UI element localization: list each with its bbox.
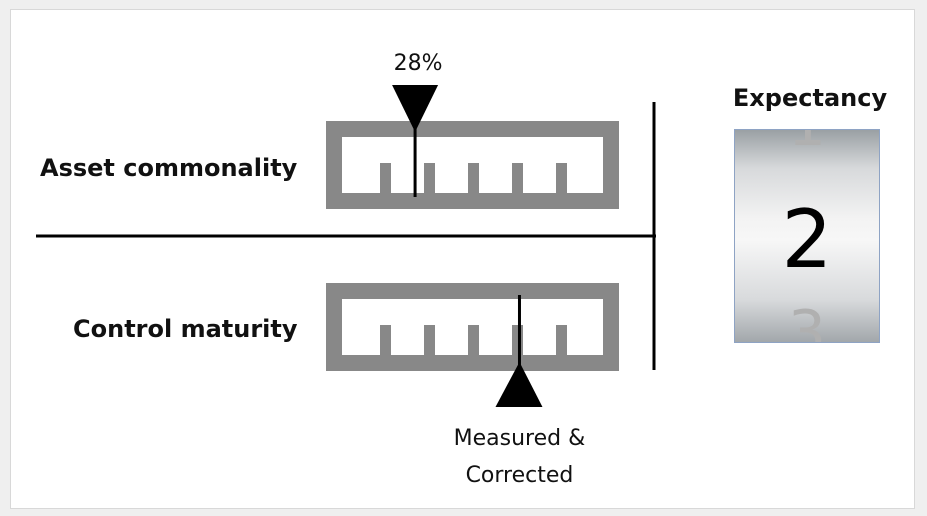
marker-up-triangle	[495, 362, 543, 407]
expectancy-dial[interactable]: 1 2 3	[734, 129, 880, 343]
marker-asset-commonality	[392, 85, 439, 197]
gauge-label-control-maturity: Control maturity	[73, 315, 298, 343]
gauge-tick	[556, 163, 567, 193]
gauge-label-asset-commonality: Asset commonality	[40, 154, 298, 182]
dial-current-value: 2	[781, 193, 833, 286]
gauge-frame	[326, 121, 619, 209]
gauge-tick	[424, 163, 435, 193]
dial-next-value: 3	[787, 298, 827, 343]
marker-label-line: Corrected	[466, 463, 574, 488]
gauge-tick	[468, 325, 479, 355]
marker-control-maturity	[495, 295, 543, 407]
gauge-tick	[512, 325, 523, 355]
gauge-control-maturity	[326, 283, 619, 371]
marker-down-triangle	[392, 85, 439, 132]
gauge-tick	[380, 163, 391, 193]
gauge-tick	[380, 325, 391, 355]
marker-value-label: 28%	[394, 51, 443, 76]
gauge-tick	[556, 325, 567, 355]
dial-previous-value: 1	[735, 130, 879, 160]
gauge-frame	[326, 283, 619, 371]
gauge-asset-commonality	[326, 121, 619, 209]
gauge-tick	[424, 325, 435, 355]
marker-label-line: Measured &	[454, 426, 586, 451]
expectancy-title: Expectancy	[733, 84, 888, 112]
gauge-tick	[468, 163, 479, 193]
gauge-tick	[512, 163, 523, 193]
